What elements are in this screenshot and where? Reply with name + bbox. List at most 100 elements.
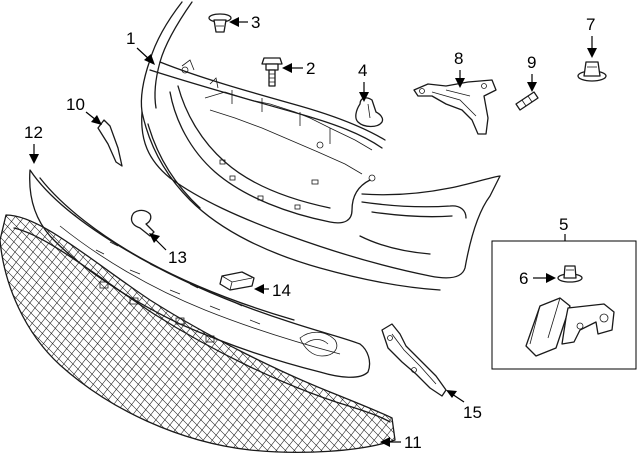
grille-mesh-line [34, 215, 296, 453]
grille-mesh-line [629, 200, 640, 460]
grille-mesh-line [0, 215, 137, 453]
grille-mesh-line [0, 215, 92, 453]
bracket-8 [413, 79, 497, 135]
grille-mesh-line [0, 215, 29, 453]
grille-mesh-line [241, 215, 395, 453]
grille-mesh-line [34, 215, 236, 453]
grille-mesh-line [151, 215, 353, 453]
grille-mesh-line [178, 215, 380, 453]
push-clip-top [208, 13, 232, 33]
grille-mesh-line [0, 215, 170, 453]
grille-mesh-line [16, 215, 278, 453]
grille-mesh-line [52, 215, 314, 453]
grille-mesh-line [0, 215, 224, 453]
callout-11: 11 [404, 433, 422, 452]
grille-mesh-line [0, 215, 146, 453]
lower-spoiler [29, 169, 371, 378]
grille-mesh-line [61, 215, 263, 453]
callout-2: 2 [306, 59, 315, 78]
grille-mesh-line [620, 200, 640, 460]
grille-mesh-line [0, 215, 38, 453]
grille-mesh-line [0, 215, 119, 453]
grille-mesh-line [0, 215, 206, 453]
grille-mesh-line [250, 215, 395, 453]
leader-lines [29, 17, 597, 447]
grille-mesh-line [106, 215, 308, 453]
clip-13 [130, 209, 155, 237]
grille-mesh-line [331, 215, 395, 453]
callout-6: 6 [519, 269, 528, 288]
grille-mesh-line [79, 215, 341, 453]
grille-mesh-line [0, 215, 161, 453]
molding-10 [97, 119, 123, 167]
callout-10: 10 [66, 95, 85, 114]
grille-mesh-line [0, 215, 8, 453]
grille-mesh-line [70, 215, 272, 453]
grille-mesh-line [0, 215, 179, 453]
callout-14: 14 [272, 281, 291, 300]
retainer-clip [355, 97, 384, 128]
grille-mesh-line [0, 215, 191, 453]
grille-mesh-line [97, 215, 359, 453]
grille-mesh-line [0, 215, 101, 453]
grille-mesh-line [0, 215, 152, 453]
grille-mesh-line [97, 215, 299, 453]
grille-mesh-line [422, 200, 622, 460]
grille-mesh-line [367, 215, 395, 453]
grille-mesh-line [187, 215, 389, 453]
grille-mesh-line [629, 200, 640, 460]
grille-mesh-line [25, 215, 287, 453]
callout-9: 9 [527, 53, 536, 72]
bumper-cover [140, 1, 501, 291]
grille-mesh-line [0, 215, 53, 453]
grille-mesh-line [277, 215, 395, 453]
grille-mesh-line [0, 215, 17, 453]
callout-1: 1 [126, 29, 135, 48]
callout-4: 4 [358, 61, 367, 80]
grille-mesh-line [0, 215, 164, 453]
grille-mesh-line [340, 215, 395, 453]
grille-mesh-line [205, 215, 395, 453]
pin-9 [515, 91, 539, 111]
grille-mesh-line [0, 215, 251, 453]
grille-mesh-line [0, 215, 65, 453]
grille-mesh-line [620, 200, 640, 460]
grille-mesh-line [0, 215, 200, 453]
grille-mesh-line [232, 215, 395, 453]
grille-mesh-line [0, 215, 47, 453]
grille-mesh-line [61, 215, 323, 453]
callout-12: 12 [24, 123, 43, 142]
grille-mesh-line [43, 215, 245, 453]
callout-5: 5 [559, 215, 568, 234]
grille-mesh-line [0, 215, 74, 453]
grille-mesh-line [133, 215, 335, 453]
grille-mesh-line [0, 215, 98, 453]
bolt [261, 57, 283, 87]
grille-mesh-line [0, 215, 71, 453]
inset-box [491, 240, 637, 370]
grille-mesh-line [0, 215, 26, 453]
grille-mesh-line [142, 215, 344, 453]
grille-mesh-line [0, 215, 80, 453]
callout-7: 7 [586, 15, 595, 34]
grille-mesh-line [0, 215, 242, 453]
inset-clip [557, 265, 583, 283]
callout-15: 15 [463, 403, 482, 422]
grille-mesh-line [160, 215, 362, 453]
grille-mesh-line [304, 215, 395, 453]
grille-mesh-line [322, 215, 395, 453]
grille-mesh-line [88, 215, 350, 453]
grille-mesh-line [0, 215, 188, 453]
clip-7 [577, 61, 607, 82]
callout-13: 13 [168, 248, 187, 267]
grille-mesh-line [0, 215, 116, 453]
grille-mesh-line [259, 215, 395, 453]
sensor-bracket [525, 297, 615, 357]
grille-mesh-line [0, 215, 11, 453]
grille-mesh-line [43, 215, 305, 453]
grille-mesh-line [0, 215, 215, 453]
grille-mesh-line [0, 215, 143, 453]
callout-8: 8 [454, 49, 463, 68]
side-bracket-15 [381, 323, 447, 397]
